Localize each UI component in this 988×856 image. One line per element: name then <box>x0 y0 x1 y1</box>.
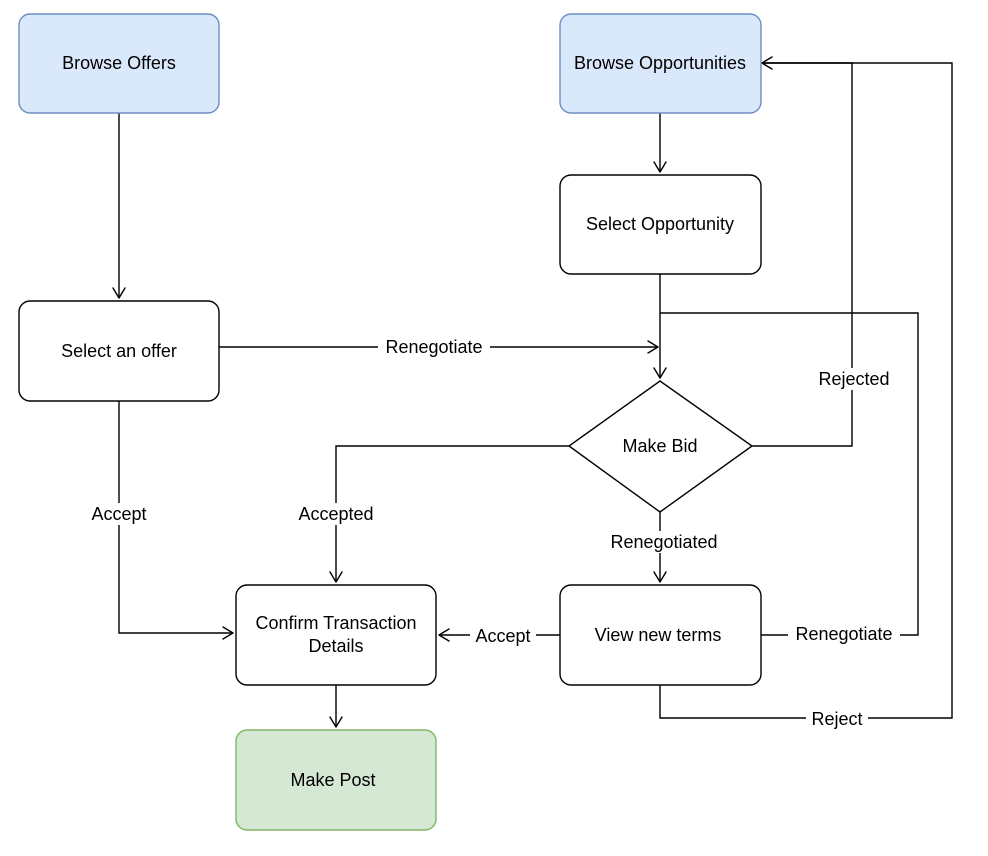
node-select-opportunity[interactable]: Select Opportunity <box>559 174 762 275</box>
arrowhead <box>653 367 667 379</box>
svg-text:Renegotiate: Renegotiate <box>385 337 482 357</box>
node-browse-opportunities[interactable]: Browse Opportunities <box>559 13 762 114</box>
arrowhead <box>653 161 667 173</box>
arrowhead <box>438 628 450 642</box>
node-label: Select an offer <box>61 341 177 361</box>
node-label: View new terms <box>595 625 722 645</box>
svg-text:Reject: Reject <box>811 709 862 729</box>
node-make-post[interactable]: Make Post <box>235 729 437 831</box>
svg-text:Renegotiate: Renegotiate <box>795 624 892 644</box>
arrowhead <box>329 571 343 583</box>
edge-label-accept-mid: Accept <box>470 625 536 647</box>
edge-label-reject: Reject <box>806 708 868 730</box>
node-label: Select Opportunity <box>586 214 734 234</box>
edge-label-renegotiate-top: Renegotiate <box>378 337 490 357</box>
arrowhead <box>222 626 234 640</box>
node-confirm-transaction[interactable]: Confirm Transaction Details <box>235 584 437 686</box>
node-label: Browse Offers <box>62 53 176 73</box>
svg-text:Accepted: Accepted <box>298 504 373 524</box>
node-view-new-terms[interactable]: View new terms <box>559 584 762 686</box>
arrowhead <box>329 716 343 728</box>
edge-label-accepted: Accepted <box>290 503 382 525</box>
node-browse-offers[interactable]: Browse Offers <box>18 13 220 114</box>
node-select-offer[interactable]: Select an offer <box>18 300 220 402</box>
arrowhead <box>653 571 667 583</box>
edge-select-offer-accept <box>118 401 233 634</box>
node-label-line2: Details <box>308 636 363 656</box>
edge-view-terms-reject <box>659 62 953 719</box>
edge-label-rejected: Rejected <box>813 368 895 390</box>
svg-text:Accept: Accept <box>475 626 530 646</box>
edge-label-accept-left: Accept <box>86 503 152 525</box>
node-label: Browse Opportunities <box>574 53 746 73</box>
svg-text:Renegotiated: Renegotiated <box>610 532 717 552</box>
node-make-bid[interactable]: Make Bid <box>567 380 754 513</box>
edge-label-renegotiated: Renegotiated <box>601 531 727 553</box>
node-label: Make Bid <box>622 436 697 456</box>
arrowhead <box>647 340 659 354</box>
svg-text:Accept: Accept <box>91 504 146 524</box>
node-label: Make Post <box>290 770 375 790</box>
node-label-line1: Confirm Transaction <box>255 613 416 633</box>
svg-text:Rejected: Rejected <box>818 369 889 389</box>
edge-make-bid-accepted <box>335 445 569 582</box>
edge-label-renegotiate-right: Renegotiate <box>788 624 900 646</box>
arrowhead <box>112 287 126 299</box>
